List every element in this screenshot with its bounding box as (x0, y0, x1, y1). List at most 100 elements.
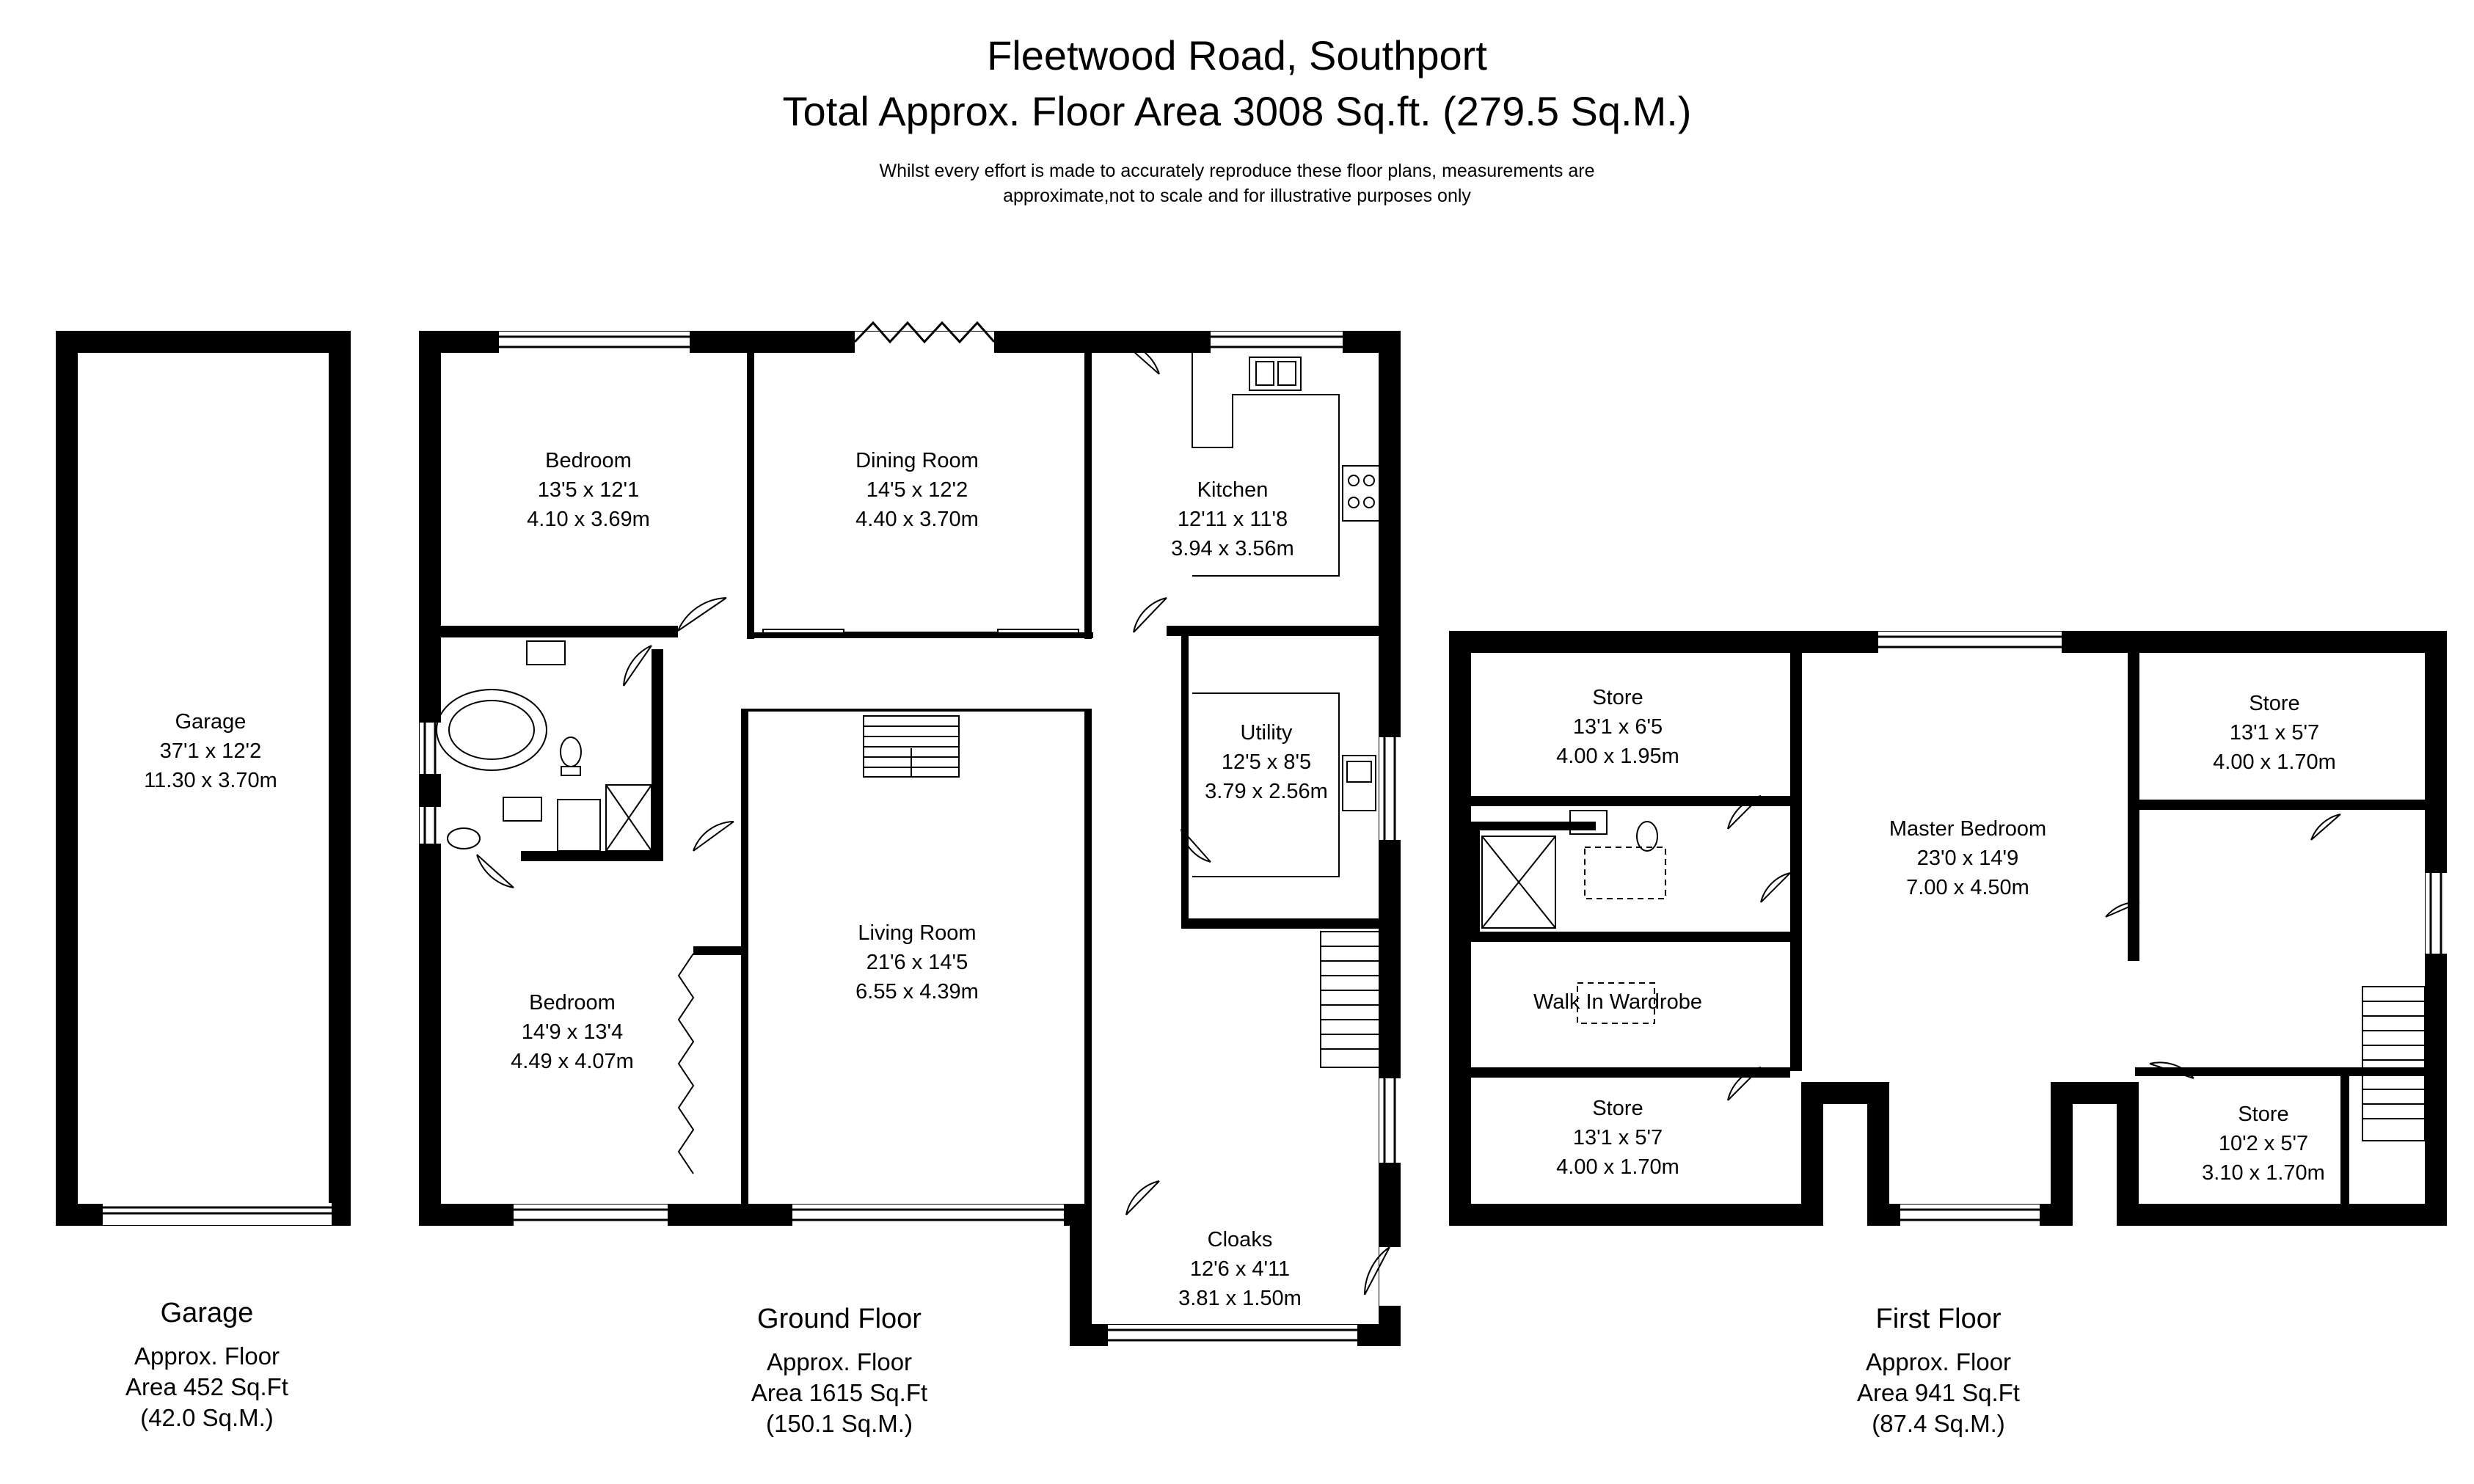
floor-name: Ground Floor (757, 1304, 922, 1334)
room-size-imperial: 10'2 x 5'7 (2219, 1132, 2308, 1155)
room-size-imperial: 12'5 x 8'5 (1222, 750, 1311, 774)
floor-area-line: Area 452 Sq.Ft (125, 1373, 288, 1400)
floor-area-line: Area 941 Sq.Ft (1857, 1379, 2020, 1406)
room-name-bedroom-2: Bedroom (529, 991, 616, 1015)
room-name-utility: Utility (1241, 721, 1293, 745)
room-size-imperial: 23'0 x 14'9 (1917, 847, 2018, 870)
floor-area-line: Approx. Floor (134, 1342, 280, 1370)
window (1108, 1325, 1357, 1347)
floor-area-line: (150.1 Sq.M.) (766, 1410, 913, 1437)
front-door (1364, 1246, 1401, 1306)
window (514, 1205, 668, 1227)
room-size-metric: 4.00 x 1.70m (2213, 750, 2336, 774)
floor-area: Approx. Floor Area 1615 Sq.Ft (150.1 Sq.… (649, 1347, 1030, 1439)
room-size-metric: 4.40 x 3.70m (855, 508, 979, 531)
room-name-living-room: Living Room (858, 921, 976, 945)
room-size-imperial: 13'1 x 6'5 (1573, 715, 1663, 739)
window (1211, 332, 1343, 354)
room-name-bedroom-1: Bedroom (545, 449, 632, 472)
floor-area-line: (87.4 Sq.M.) (1872, 1410, 2005, 1437)
window (499, 332, 690, 354)
disclaimer-line-2: approximate,not to scale and for illustr… (1003, 186, 1471, 206)
ground-floor-plan: Bedroom 13'5 x 12'1 4.10 x 3.69m Dining … (419, 321, 1401, 1347)
window (1878, 632, 2062, 654)
sink-icon (1342, 755, 1376, 811)
room-size-imperial: 21'6 x 14'5 (866, 951, 968, 974)
room-name-cloaks: Cloaks (1208, 1228, 1273, 1251)
room-size-imperial: 12'11 x 11'8 (1178, 508, 1288, 531)
bathroom-fixtures (436, 640, 652, 852)
room-size-imperial: 13'5 x 12'1 (538, 478, 639, 502)
window (2426, 873, 2448, 954)
room-name-store: Store (1592, 686, 1643, 709)
room-size-imperial: 14'9 x 13'4 (522, 1020, 623, 1044)
window (420, 807, 442, 844)
window (1900, 1205, 2040, 1227)
room-size-metric: 6.55 x 4.39m (855, 980, 979, 1004)
floor-area-line: (42.0 Sq.M.) (140, 1404, 274, 1431)
floor-caption-ground: Ground Floor Approx. Floor Area 1615 Sq.… (649, 1301, 1030, 1439)
room-size-metric: 3.94 x 3.56m (1171, 537, 1294, 560)
room-name-walk-in-wardrobe: Walk In Wardrobe (1533, 990, 1702, 1014)
room-size-metric: 4.10 x 3.69m (527, 508, 650, 531)
total-floor-area: Total Approx. Floor Area 3008 Sq.ft. (27… (782, 88, 1692, 134)
room-name-store: Store (1592, 1097, 1643, 1120)
window (1379, 1078, 1401, 1163)
floor-area-line: Area 1615 Sq.Ft (751, 1379, 928, 1406)
room-size-metric: 4.49 x 4.07m (511, 1050, 634, 1073)
bifold-doors (853, 321, 996, 354)
room-size-imperial: 14'5 x 12'2 (866, 478, 968, 502)
room-name-store: Store (2238, 1103, 2288, 1126)
floor-caption-garage: Garage Approx. Floor Area 452 Sq.Ft (42.… (16, 1295, 398, 1433)
room-name-store: Store (2249, 692, 2299, 715)
door (1727, 795, 2341, 1101)
floor-name: First Floor (1875, 1304, 2002, 1334)
ensuite-fixtures (1481, 810, 1666, 929)
first-floor-exterior-wall (1449, 631, 2447, 1226)
basin-icon (526, 640, 566, 665)
first-floor-plan: Store 13'1 x 6'5 4.00 x 1.95m Master Bed… (1449, 631, 2448, 1227)
window (792, 1205, 1064, 1227)
room-size-metric: 7.00 x 4.50m (1906, 876, 2029, 899)
disclaimer-line-1: Whilst every effort is made to accuratel… (879, 161, 1595, 181)
window (1379, 737, 1401, 840)
page-header: Fleetwood Road, Southport Total Approx. … (0, 29, 2474, 208)
room-size-imperial: 12'6 x 4'11 (1190, 1257, 1290, 1281)
room-size-metric: 4.00 x 1.95m (1556, 745, 1679, 768)
room-size-imperial: 13'1 x 5'7 (2230, 721, 2319, 745)
shower-icon (1481, 836, 1556, 929)
sliding-door (762, 629, 1079, 637)
room-size-imperial: 37'1 x 12'2 (160, 739, 261, 763)
room-name-dining-room: Dining Room (855, 449, 979, 472)
garage-door-opening (103, 1203, 332, 1225)
interior-walls (430, 342, 1390, 1215)
room-size-imperial: 13'1 x 5'7 (1573, 1126, 1663, 1149)
garage-plan (56, 331, 351, 1226)
room-size-metric: 3.79 x 2.56m (1205, 780, 1328, 803)
floor-name: Garage (160, 1298, 254, 1328)
floor-area: Approx. Floor Area 452 Sq.Ft (42.0 Sq.M.… (16, 1341, 398, 1433)
room-size-metric: 3.81 x 1.50m (1178, 1287, 1302, 1310)
staircase (863, 715, 960, 778)
room-name-garage: Garage (175, 710, 247, 734)
basin-icon (503, 797, 542, 822)
wardrobe-doors (677, 953, 695, 1174)
basin-icon (1569, 810, 1608, 835)
toilet-icon (1636, 821, 1658, 852)
bath-icon (436, 689, 547, 771)
disclaimer: Whilst every effort is made to accuratel… (0, 158, 2474, 208)
floor-caption-first: First Floor Approx. Floor Area 941 Sq.Ft… (1748, 1301, 2129, 1439)
wardrobe-rail (1577, 982, 1655, 1024)
floor-area-line: Approx. Floor (766, 1348, 913, 1375)
floor-area-line: Approx. Floor (1865, 1348, 2012, 1375)
utility-units (1192, 692, 1376, 877)
floor-area: Approx. Floor Area 941 Sq.Ft (87.4 Sq.M.… (1748, 1347, 2129, 1439)
page-title: Fleetwood Road, Southport (987, 32, 1487, 78)
room-size-metric: 11.30 x 3.70m (144, 769, 277, 792)
toilet-icon (560, 736, 582, 767)
staircase (2362, 986, 2426, 1141)
toilet-icon (447, 827, 481, 849)
room-name-kitchen: Kitchen (1197, 478, 1269, 502)
hob-icon (1342, 465, 1380, 522)
